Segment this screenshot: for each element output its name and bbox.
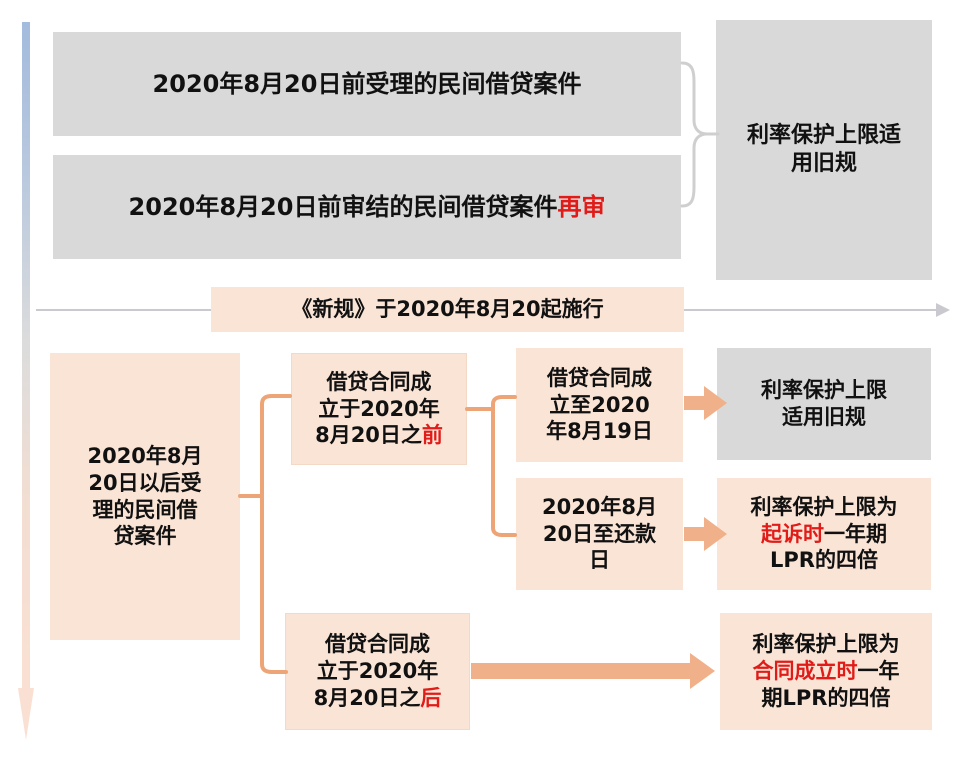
root-line-3: 理的民间借 xyxy=(92,497,198,522)
result-line-3: LPR的四倍 xyxy=(770,548,878,573)
branch-box-contract-after[interactable]: 借贷合同成 立于2020年 8月20日之后 xyxy=(285,613,470,730)
result-box-old-rules[interactable]: 利率保护上限适 用旧规 xyxy=(716,20,932,280)
at-contract-highlight: 合同成立时 xyxy=(752,659,858,684)
result-line-2: 起诉时一年期 xyxy=(761,521,887,546)
period-line-1: 2020年8月 xyxy=(541,494,658,519)
result-line-3: 期LPR的四倍 xyxy=(761,685,891,710)
brace-old-rules-connector xyxy=(680,61,720,208)
period-line-3: 日 xyxy=(589,548,610,573)
branch-line-2: 立于2020年 xyxy=(318,396,440,421)
root-line-4: 贷案件 xyxy=(113,524,177,549)
timeline-label: 《新规》于2020年8月20起施行 xyxy=(291,297,604,322)
result-box-old-rules-2[interactable]: 利率保护上限 适用旧规 xyxy=(717,348,931,460)
result-line-1: 利率保护上限为 xyxy=(752,632,900,657)
period-line-2: 立至2020 xyxy=(549,392,650,417)
result-box-lpr-at-filing[interactable]: 利率保护上限为 起诉时一年期 LPR的四倍 xyxy=(717,478,931,590)
case-box-accepted-before[interactable]: 2020年8月20日前受理的民间借贷案件 xyxy=(53,32,681,136)
root-line-2: 20日以后受 xyxy=(88,470,202,495)
period-box-aug20-to-repayment[interactable]: 2020年8月 20日至还款 日 xyxy=(516,478,683,590)
branch-line-2: 立于2020年 xyxy=(316,659,439,684)
after-highlight: 后 xyxy=(420,685,442,710)
branch-box-contract-before[interactable]: 借贷合同成 立于2020年 8月20日之前 xyxy=(291,353,467,465)
branch-connector-root xyxy=(238,394,292,674)
timeline-arrow-icon xyxy=(684,303,950,317)
result-line-2: 适用旧规 xyxy=(782,405,866,429)
timeline-banner[interactable]: 《新规》于2020年8月20起施行 xyxy=(211,287,684,332)
case-box-concluded-before[interactable]: 2020年8月20日前审结的民间借贷案件再审 xyxy=(53,155,681,259)
before-highlight: 前 xyxy=(421,423,443,448)
period-line-1: 借贷合同成 xyxy=(547,365,652,390)
branch-connector-contract-before xyxy=(465,395,517,537)
arrow-to-lpr-at-contract-result xyxy=(471,653,715,689)
at-filing-highlight: 起诉时 xyxy=(761,521,824,546)
result-line-1: 利率保护上限 xyxy=(761,378,887,403)
case-text: 2020年8月20日前审结的民间借贷案件再审 xyxy=(128,192,606,221)
result-box-lpr-at-contract[interactable]: 利率保护上限为 合同成立时一年 期LPR的四倍 xyxy=(720,613,932,730)
timeline-rule-left xyxy=(36,309,211,311)
branch-line-1: 借贷合同成 xyxy=(326,369,432,394)
period-line-3: 年8月19日 xyxy=(546,419,653,444)
result-line-1: 利率保护上限适 xyxy=(746,122,901,148)
branch-line-3: 8月20日之前 xyxy=(315,423,443,448)
result-line-2: 用旧规 xyxy=(790,151,857,176)
retrial-highlight: 再审 xyxy=(557,192,606,221)
period-line-2: 20日至还款 xyxy=(542,521,657,546)
result-line-2: 合同成立时一年 xyxy=(752,659,900,684)
case-box-accepted-after[interactable]: 2020年8月 20日以后受 理的民间借 贷案件 xyxy=(50,353,240,640)
branch-line-1: 借贷合同成 xyxy=(325,632,430,657)
result-line-1: 利率保护上限为 xyxy=(750,494,898,519)
time-axis-arrow-icon xyxy=(18,22,34,740)
period-box-to-aug19[interactable]: 借贷合同成 立至2020 年8月19日 xyxy=(516,348,683,462)
branch-line-3: 8月20日之后 xyxy=(313,685,442,710)
case-text: 2020年8月20日前受理的民间借贷案件 xyxy=(152,69,582,98)
root-line-1: 2020年8月 xyxy=(87,443,203,468)
